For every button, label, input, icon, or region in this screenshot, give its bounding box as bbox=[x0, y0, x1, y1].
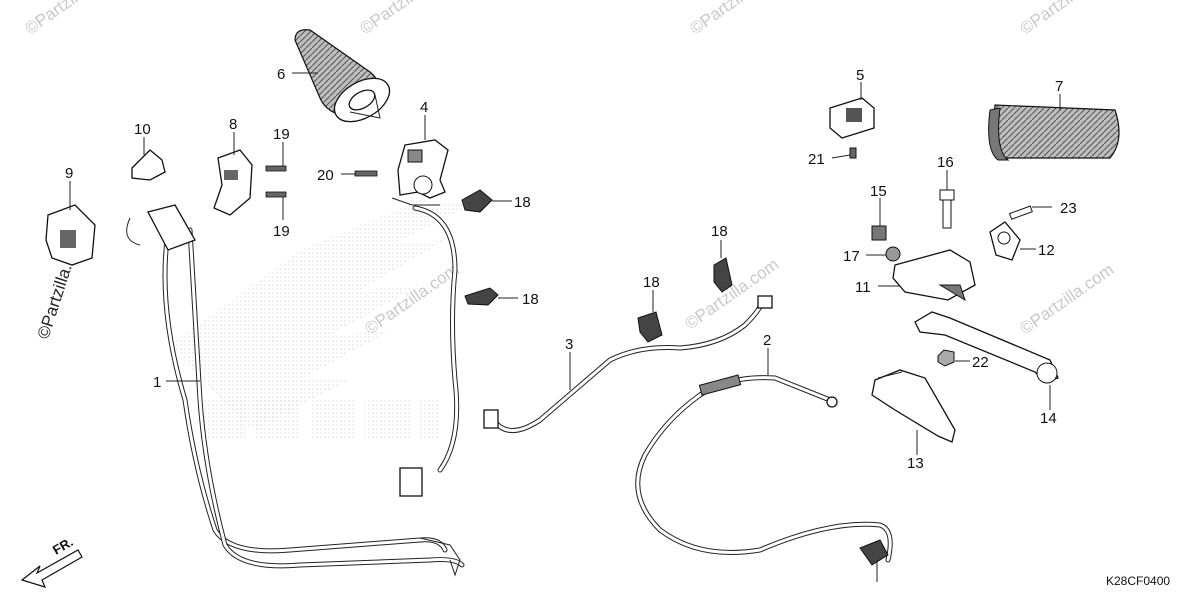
nut-part-22 bbox=[937, 349, 955, 367]
bolt-part-23 bbox=[1008, 205, 1033, 220]
callout-21: 21 bbox=[808, 151, 825, 168]
callout-15: 15 bbox=[870, 183, 887, 200]
callout-12: 12 bbox=[1038, 242, 1055, 259]
throttle-grip-part bbox=[294, 29, 391, 123]
front-direction-arrow: FR. bbox=[20, 534, 83, 588]
brand-wordmark bbox=[200, 398, 440, 438]
bolt-part-15 bbox=[871, 225, 887, 241]
callout-4: 4 bbox=[420, 99, 428, 116]
holder-part-12 bbox=[989, 221, 1021, 261]
leader-lines bbox=[69, 72, 1061, 455]
watermark: ©Partzilla.com bbox=[21, 0, 122, 38]
callout-11: 11 bbox=[855, 279, 871, 296]
callout-5: 5 bbox=[856, 67, 864, 84]
callout-7: 7 bbox=[1055, 78, 1063, 95]
cable-clamp-part-18 bbox=[461, 189, 733, 343]
left-grip-part bbox=[988, 104, 1120, 161]
callout-19: 19 bbox=[273, 223, 290, 240]
callout-19: 19 bbox=[273, 126, 290, 143]
clutch-cable-part-2 bbox=[635, 374, 893, 582]
callout-6: 6 bbox=[277, 66, 285, 83]
switch-cover-part-8 bbox=[213, 149, 253, 216]
watermark: ©Partzilla.com bbox=[356, 0, 457, 38]
clutch-lever-part-14 bbox=[914, 311, 1059, 384]
throttle-cable-part-1 bbox=[126, 204, 465, 577]
clip-part-10 bbox=[131, 149, 166, 181]
brand-wing-emblem bbox=[170, 200, 470, 430]
callout-18: 18 bbox=[514, 194, 531, 211]
callout-14: 14 bbox=[1040, 410, 1057, 427]
wire-harness-part-3 bbox=[483, 295, 773, 433]
bolt-part-21 bbox=[849, 147, 857, 159]
callout-2: 2 bbox=[763, 332, 771, 349]
screw-part-20 bbox=[354, 170, 378, 177]
watermark: ©Partzilla.com bbox=[686, 0, 787, 38]
nut-part-17 bbox=[885, 246, 901, 262]
screw-part-19 bbox=[265, 165, 287, 198]
lever-bracket-part-11 bbox=[892, 249, 976, 302]
callout-23: 23 bbox=[1060, 200, 1077, 217]
bolt-part-16 bbox=[939, 189, 955, 229]
callout-16: 16 bbox=[937, 154, 954, 171]
callout-18: 18 bbox=[522, 291, 539, 308]
lever-cover-part-13 bbox=[871, 369, 956, 443]
callout-1: 1 bbox=[153, 374, 161, 391]
callout-17: 17 bbox=[843, 248, 860, 265]
watermark: ©Partzilla.com bbox=[1016, 260, 1117, 339]
callout-18: 18 bbox=[711, 223, 728, 240]
callout-labels: 1 2 3 4 5 6 7 8 9 10 11 12 13 14 15 16 1… bbox=[65, 66, 1077, 472]
watermark: ©Partzilla.com bbox=[681, 255, 782, 334]
watermark: ©Partzilla.com bbox=[1016, 0, 1117, 38]
callout-20: 20 bbox=[317, 167, 334, 184]
switch-harness bbox=[399, 205, 460, 497]
callout-13: 13 bbox=[907, 455, 924, 472]
callout-18: 18 bbox=[643, 274, 660, 291]
callout-10: 10 bbox=[134, 121, 151, 138]
callout-3: 3 bbox=[565, 336, 573, 353]
relay-part bbox=[829, 97, 875, 139]
callout-9: 9 bbox=[65, 165, 73, 182]
diagram-code: K28CF0400 bbox=[1106, 574, 1170, 588]
callout-22: 22 bbox=[972, 354, 989, 371]
switch-cover-part-9 bbox=[45, 204, 96, 266]
switch-housing-part bbox=[391, 139, 449, 206]
callout-8: 8 bbox=[229, 116, 237, 133]
